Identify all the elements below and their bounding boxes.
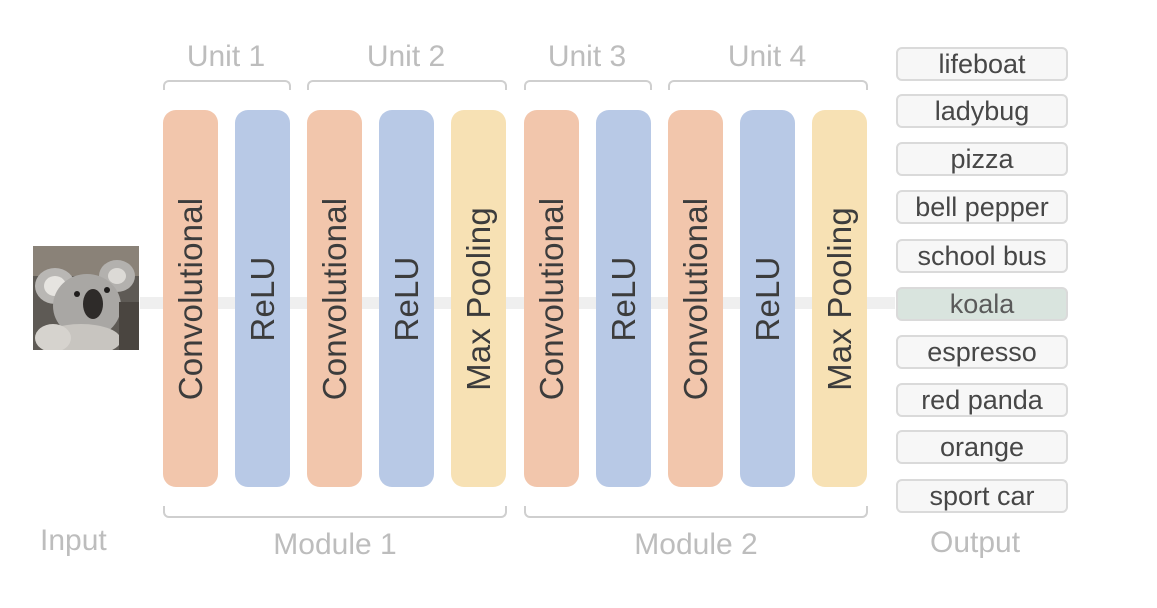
output-class-item: pizza [896, 142, 1068, 176]
layer-label: ReLU [243, 255, 281, 342]
output-class-label: espresso [927, 336, 1037, 367]
unit-1-bracket [163, 80, 291, 90]
module-2-title: Module 2 [634, 528, 758, 561]
layer-label: Max Pooling [820, 206, 858, 391]
unit-3-title: Unit 3 [547, 40, 627, 73]
output-class-label: red panda [921, 384, 1043, 415]
module-1-title: Module 1 [273, 528, 397, 561]
layer-relu: ReLU [235, 110, 290, 487]
output-caption: Output [930, 526, 1021, 559]
output-class-label: pizza [950, 143, 1014, 174]
output-class-label: bell pepper [915, 191, 1049, 222]
output-class-item: sport car [896, 479, 1068, 513]
output-class-item: school bus [896, 239, 1068, 273]
output-class-item: bell pepper [896, 190, 1068, 224]
layer-relu: ReLU [596, 110, 651, 487]
layer-conv: Convolutional [668, 110, 723, 487]
output-class-label: school bus [917, 240, 1047, 271]
unit-2-title: Unit 2 [366, 40, 446, 73]
layer-relu: ReLU [379, 110, 434, 487]
unit-4-bracket [668, 80, 868, 90]
layer-label: Convolutional [532, 197, 570, 400]
output-class-label: koala [949, 288, 1015, 319]
layer-label: Convolutional [171, 197, 209, 400]
module-2-bracket [524, 506, 868, 518]
module-1-bracket [163, 506, 507, 518]
input-koala-image [33, 246, 139, 350]
output-class-label: orange [939, 431, 1025, 462]
unit-3-bracket [524, 80, 652, 90]
output-class-item-selected: koala [896, 287, 1068, 321]
layer-max-pooling: Max Pooling [812, 110, 867, 487]
layer-label: Convolutional [676, 197, 714, 400]
output-class-item: orange [896, 430, 1068, 464]
unit-2-bracket [307, 80, 507, 90]
layer-conv: Convolutional [307, 110, 362, 487]
layer-relu: ReLU [740, 110, 795, 487]
output-class-label: sport car [929, 480, 1035, 511]
input-caption: Input [40, 524, 107, 557]
output-class-item: espresso [896, 335, 1068, 369]
unit-1-title: Unit 1 [186, 40, 266, 73]
layer-label: ReLU [387, 255, 425, 342]
output-class-item: red panda [896, 383, 1068, 417]
layer-conv: Convolutional [524, 110, 579, 487]
output-class-label: ladybug [934, 95, 1030, 126]
layer-label: ReLU [748, 255, 786, 342]
layer-max-pooling: Max Pooling [451, 110, 506, 487]
output-class-label: lifeboat [938, 48, 1026, 79]
layer-label: Convolutional [315, 197, 353, 400]
unit-4-title: Unit 4 [727, 40, 807, 73]
layer-label: Max Pooling [459, 206, 497, 391]
output-class-item: ladybug [896, 94, 1068, 128]
layer-label: ReLU [604, 255, 642, 342]
layer-conv: Convolutional [163, 110, 218, 487]
output-class-item: lifeboat [896, 47, 1068, 81]
